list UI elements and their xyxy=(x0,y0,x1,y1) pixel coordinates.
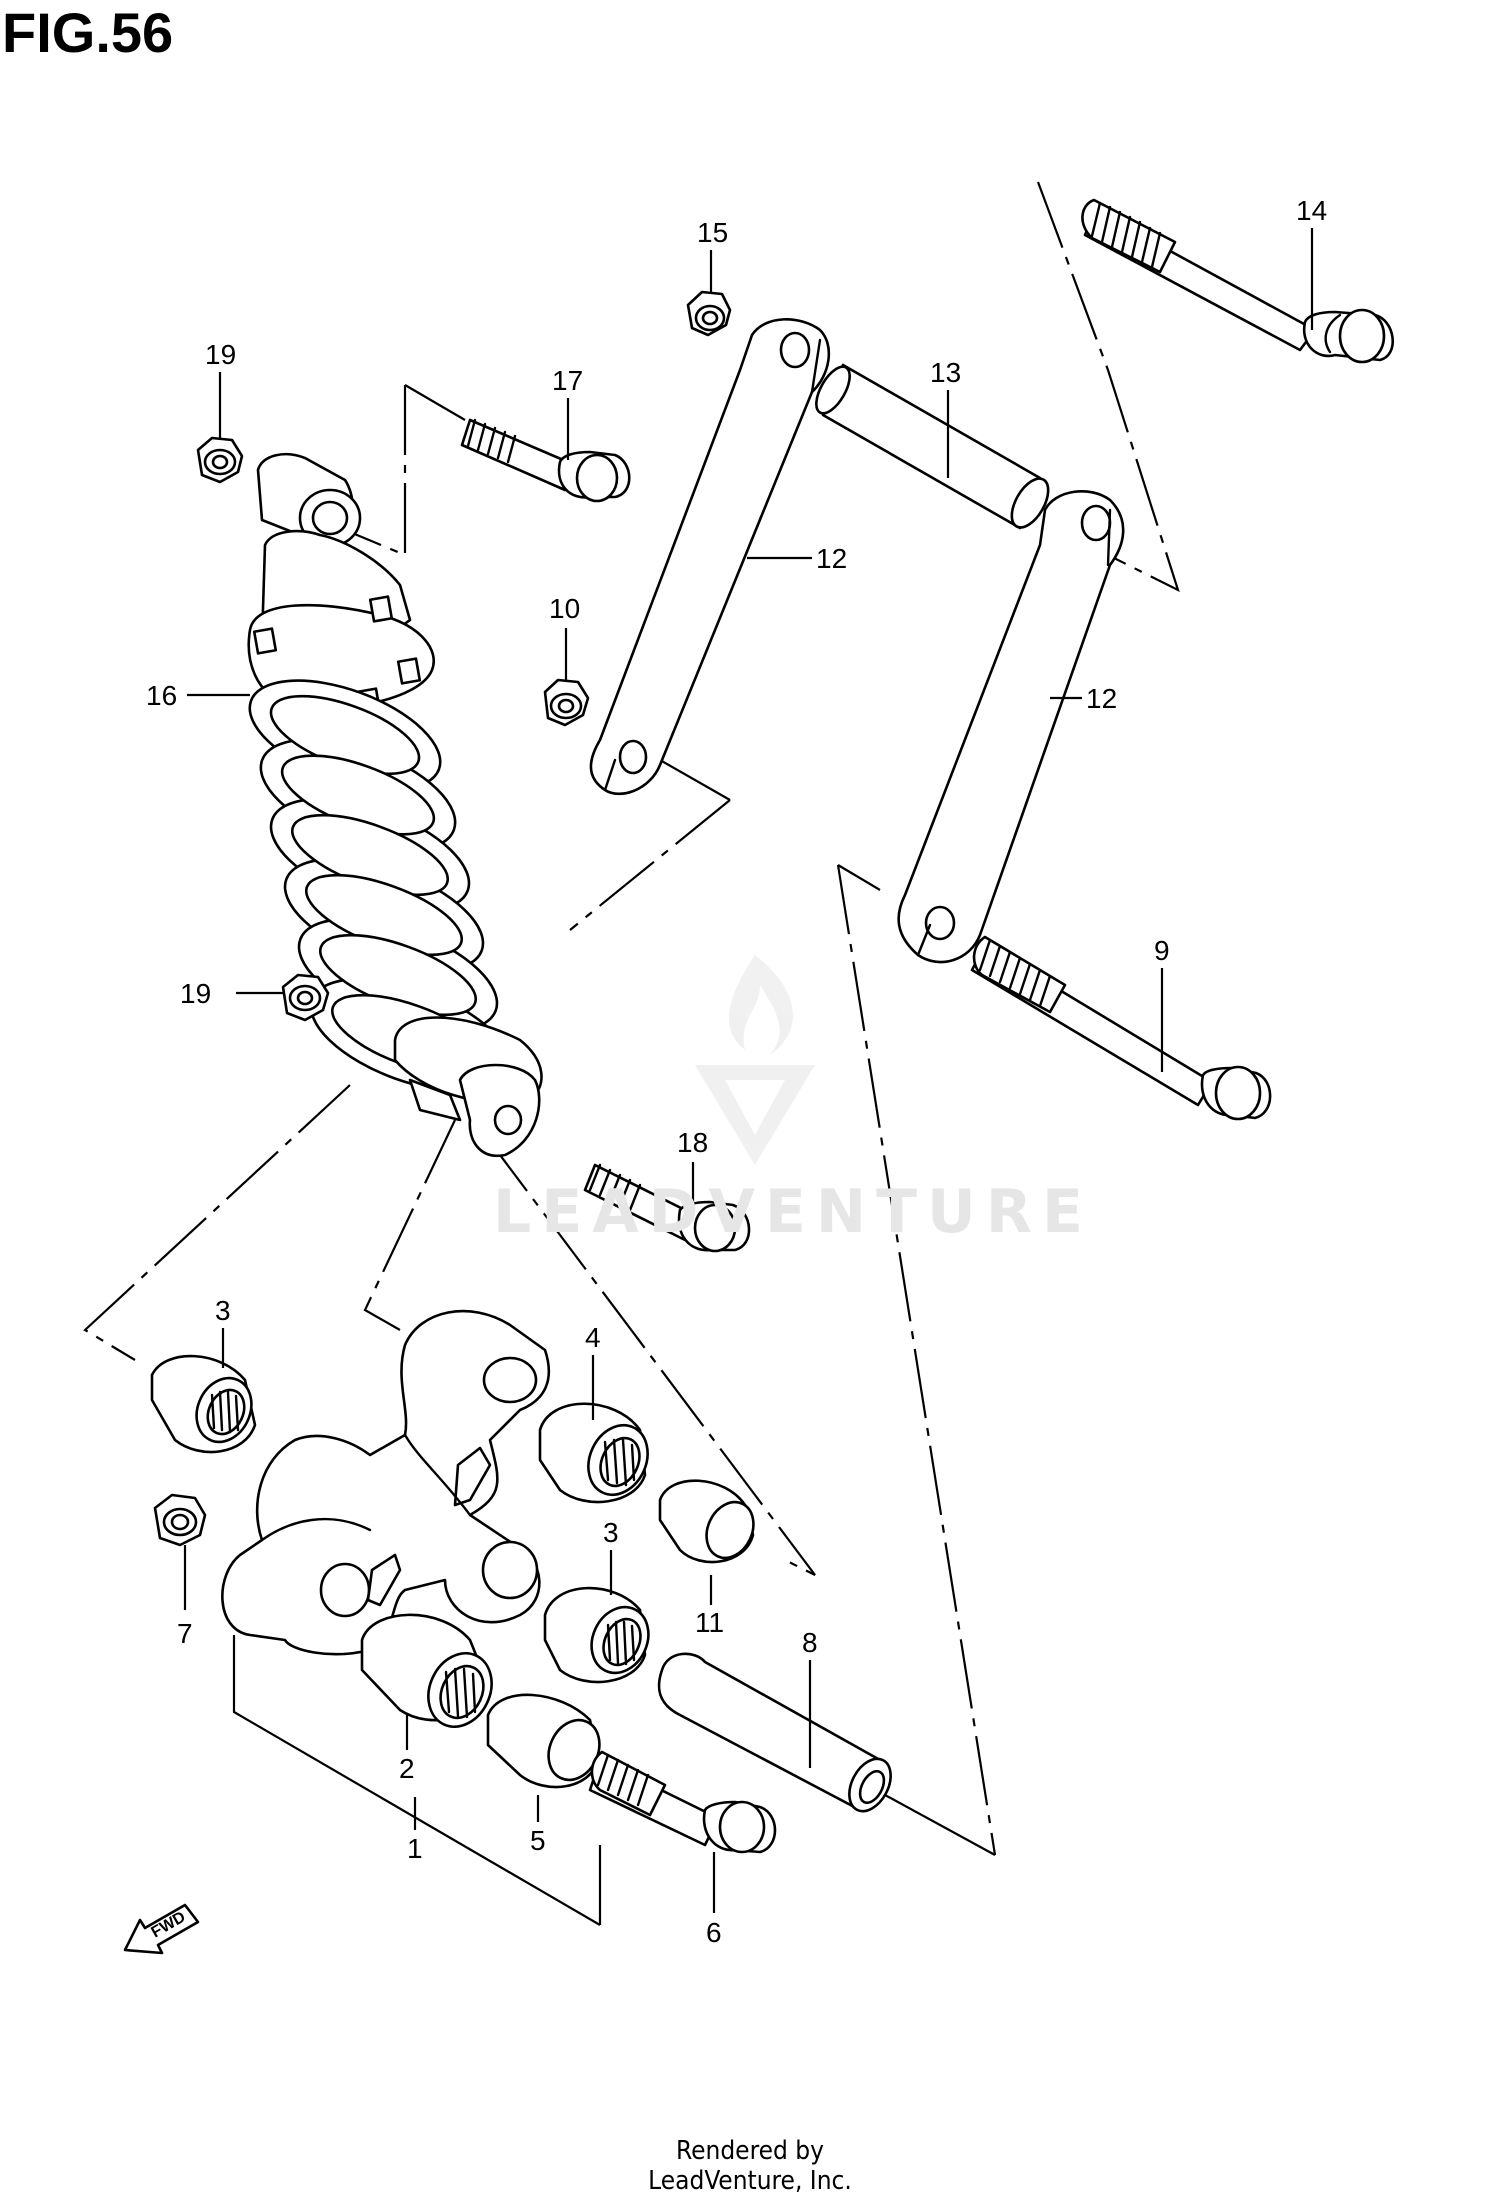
callout-12-upper: 12 xyxy=(816,543,847,574)
part-15-nut xyxy=(686,290,732,337)
callout-1: 1 xyxy=(407,1833,423,1864)
callout-16: 16 xyxy=(146,680,177,711)
callout-15: 15 xyxy=(697,217,728,248)
part-19-nut-lower xyxy=(281,973,330,1022)
part-19-nut-upper xyxy=(196,436,244,484)
part-10-nut xyxy=(543,678,590,727)
part-3-bearing-upper xyxy=(150,1354,257,1454)
part-13-pin xyxy=(815,363,1050,530)
callout-labels: 14 15 13 19 17 12 10 16 12 9 19 18 3 4 3… xyxy=(146,195,1327,1948)
part-17-bolt xyxy=(460,418,631,503)
part-12-link-rod-upper xyxy=(589,318,831,796)
callout-4: 4 xyxy=(585,1322,601,1353)
alignment-lines xyxy=(83,181,1180,1926)
callout-5: 5 xyxy=(530,1825,546,1856)
part-14-bolt xyxy=(1081,198,1395,364)
callout-leaders xyxy=(183,228,1314,1913)
callout-17: 17 xyxy=(552,365,583,396)
part-12-link-rod-lower xyxy=(897,489,1125,964)
fwd-arrow-icon: FWD xyxy=(123,1903,200,1955)
part-2-bearing xyxy=(360,1613,493,1728)
callout-12-lower: 12 xyxy=(1086,683,1117,714)
callout-13: 13 xyxy=(930,357,961,388)
part-1-cushion-lever xyxy=(221,1309,551,1656)
callout-14: 14 xyxy=(1296,195,1327,226)
callout-10: 10 xyxy=(549,593,580,624)
watermark-text: LEADVENTURE xyxy=(493,1177,1093,1247)
part-6-bolt xyxy=(588,1750,777,1854)
part-16-shock-absorber xyxy=(247,453,543,1158)
figure-title: FIG.56 xyxy=(2,1,174,64)
callout-9: 9 xyxy=(1154,935,1170,966)
watermark-logo xyxy=(695,955,815,1165)
part-8-pipe xyxy=(657,1652,892,1813)
footer-credit: Rendered by LeadVenture, Inc. xyxy=(648,2136,852,2196)
part-9-bolt xyxy=(970,935,1272,1121)
callout-2: 2 xyxy=(399,1753,415,1784)
callout-7: 7 xyxy=(177,1618,193,1649)
callout-3-upper: 3 xyxy=(215,1295,231,1326)
part-5-spacer xyxy=(486,1693,601,1789)
callout-19-lower: 19 xyxy=(180,978,211,1009)
callout-8: 8 xyxy=(802,1627,818,1658)
part-11-spacer xyxy=(658,1479,755,1564)
part-7-nut xyxy=(153,1493,207,1547)
callout-18: 18 xyxy=(677,1127,708,1158)
callout-11: 11 xyxy=(695,1607,724,1638)
callout-6: 6 xyxy=(706,1917,722,1948)
part-4-bearing xyxy=(538,1402,649,1504)
callout-19-upper: 19 xyxy=(205,339,236,370)
callout-3-lower: 3 xyxy=(603,1517,619,1548)
part-3-bearing-lower xyxy=(543,1586,650,1684)
